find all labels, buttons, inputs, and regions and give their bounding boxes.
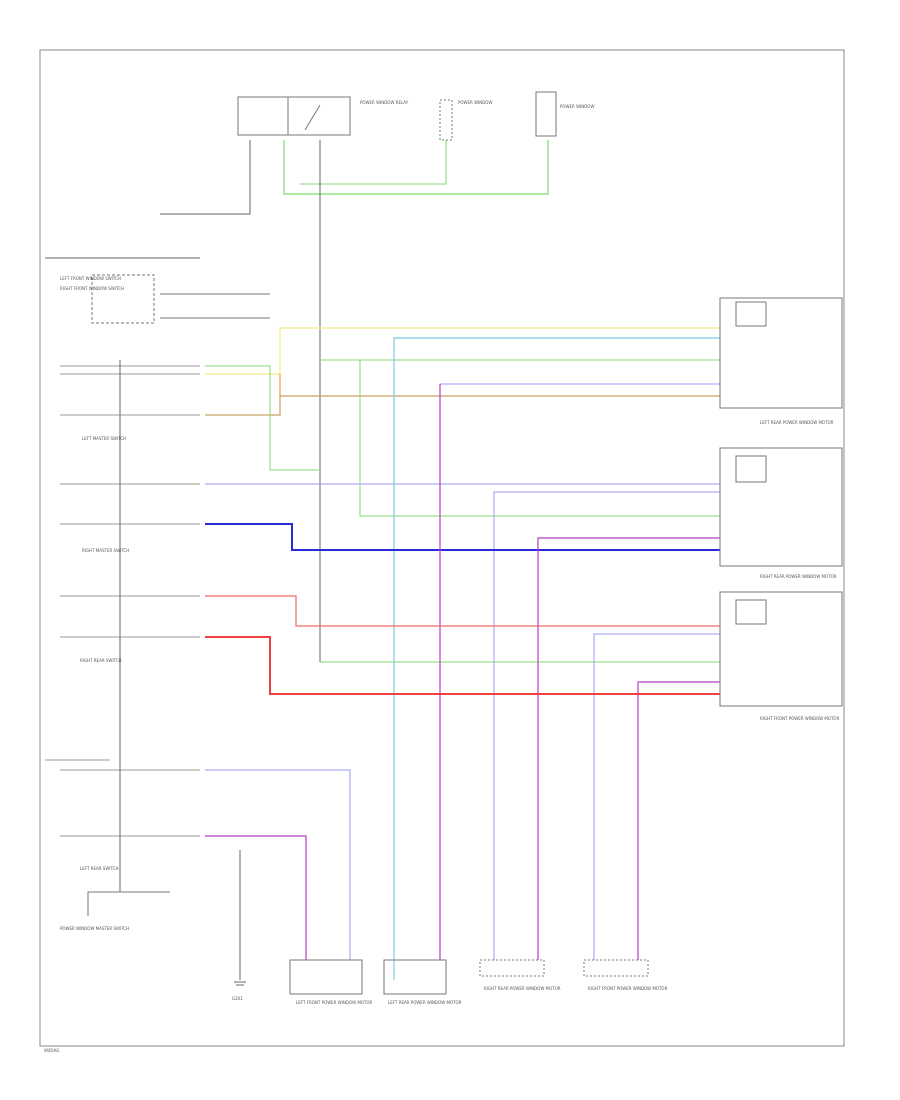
wire-green-right2 [359,360,720,517]
wire-brown [205,395,720,416]
svg-text:POWER WINDOW: POWER WINDOW [560,104,594,109]
wire-green-mid [205,365,320,471]
wire-purple-3 [637,681,720,960]
right-rear-switch-label: RIGHT REAR SWITCH [80,658,122,663]
wire-ltblue-3 [393,337,720,980]
wire-ltblue-4 [493,491,720,960]
right-front-motor-label: RIGHT FRONT POWER WINDOW MOTOR [760,716,840,721]
wire-red-1 [205,595,720,627]
ground-symbol [234,850,246,986]
left-rear-switch-label: LEFT REAR SWITCH [80,866,118,871]
left-rear-motor-label: LEFT REAR POWER WINDOW MOTOR [760,420,834,425]
wire-red-2 [205,636,720,695]
diagram-border [39,49,845,1047]
wire-ltblue-6 [205,769,351,960]
master-control-label: POWER WINDOW MASTER SWITCH [60,926,129,931]
bottom-motors [289,959,649,995]
left-switches [45,365,200,837]
relay-label: POWER WINDOW RELAY [360,100,409,105]
wire-purple-4 [205,835,307,960]
bottom-junction [87,891,170,916]
right-master-switch-label: RIGHT MASTER SWITCH [82,548,129,553]
wire-yellow [205,327,720,375]
bottom-motor-4-label: RIGHT FRONT POWER WINDOW MOTOR [588,986,668,991]
bottom-motor-2-label: LEFT REAR POWER WINDOW MOTOR [388,1000,462,1005]
rf-window-switch-label: RIGHT FRONT WINDOW SWITCH [60,286,124,291]
right-rear-motor-label: RIGHT REAR POWER WINDOW MOTOR [760,574,837,579]
ground-label: G201 [232,996,243,1001]
wire-blue [205,523,720,551]
master-switch-box [91,274,270,324]
corner-code: W/DIAG [44,1048,59,1053]
bottom-motor-1-label: LEFT FRONT POWER WINDOW MOTOR [296,1000,373,1005]
wire-ltblue-5 [593,633,720,960]
lf-window-switch-label: LEFT FRONT WINDOW SWITCH [60,276,121,281]
wire-green-top2 [300,140,447,185]
wire-green-top [283,140,549,195]
top-labels: POWER WINDOW RELAY POWER WINDOW POWER WI… [360,100,594,109]
wire-purple-2 [537,537,720,960]
right-motor-boxes [719,297,843,707]
svg-text:POWER WINDOW: POWER WINDOW [458,100,492,105]
bottom-motor-3-label: RIGHT REAR POWER WINDOW MOTOR [484,986,561,991]
trunk-lines [45,140,321,892]
left-master-switch-label: LEFT MASTER SWITCH [82,436,126,441]
